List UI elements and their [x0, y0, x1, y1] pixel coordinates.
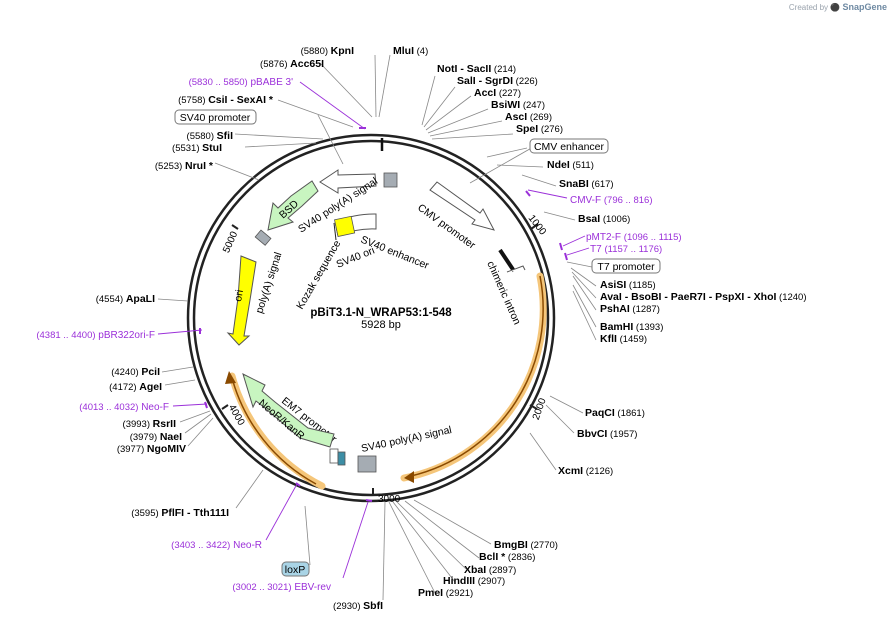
site-leaders [157, 54, 597, 601]
orf-arrowhead-left [225, 371, 236, 384]
site-apali: (4554) ApaLI [96, 293, 155, 305]
site-xbai: XbaI (2897) [464, 564, 516, 576]
site-avai-group: AvaI - BsoBI - PaeR7I - PspXI - XhoI (12… [600, 291, 807, 303]
neor-grey-block [337, 451, 346, 466]
site-kfli: KflI (1459) [600, 333, 647, 345]
plasmid-name: pBiT3.1-N_WRAP53:1-548 [310, 307, 452, 319]
site-rsrii: (3993) RsrII [123, 418, 177, 430]
bsd-arrow [267, 180, 319, 231]
site-pmei: PmeI (2921) [418, 587, 473, 599]
site-csii-sexai: (5758) CsiI - SexAI * [178, 94, 274, 106]
site-agei: (4172) AgeI [109, 381, 162, 393]
site-stui: (5531) StuI [172, 142, 222, 154]
site-sfii: (5580) SfiI [187, 130, 234, 142]
site-hindiii: HindIII (2907) [443, 575, 505, 587]
sv40-polya-block-2 [383, 172, 398, 188]
sv40-polya-block-3 [357, 455, 377, 473]
sv40-polya-label-3: SV40 poly(A) signal [360, 424, 453, 455]
orf-arrowhead [404, 471, 414, 483]
site-bsiwi: BsiWI (247) [491, 99, 545, 111]
site-ndei: NdeI (511) [547, 159, 594, 171]
primer-pmt2-f: pMT2-F (1096 .. 1115) [586, 232, 682, 243]
site-ngomiv: (3977) NgoMIV [117, 443, 186, 455]
sv40-polya-arrow-2 [319, 169, 377, 194]
site-nrui: (5253) NruI * [155, 160, 214, 172]
sv40-promoter-box-label [174, 109, 257, 125]
snapgene-credit: Created by ⚫ SnapGene [788, 2, 887, 12]
backbone-inner-ring [192, 139, 550, 497]
kozak-label: Kozak sequence [294, 238, 343, 311]
chimeric-intron-arrow [506, 265, 526, 273]
primer-leaders [157, 81, 590, 579]
loxp-box-label [281, 561, 310, 577]
site-asisi: AsiSI (1185) [600, 279, 656, 291]
site-spei: SpeI (276) [516, 123, 563, 135]
site-bbvci: BbvCI (1957) [577, 428, 637, 440]
site-snabi: SnaBI (617) [559, 178, 614, 190]
svg-text:5000: 5000 [221, 230, 240, 255]
sv40-ori-block [334, 215, 356, 237]
primer-neo-r: (3403 .. 3422) Neo-R [171, 540, 262, 551]
em7-block [329, 448, 339, 464]
snapgene-logo-icon: ⚫ [830, 3, 841, 12]
tick-2000: 2000 [529, 396, 549, 421]
ori-label: ori [232, 289, 246, 303]
site-bsai: BsaI (1006) [578, 213, 630, 225]
site-asci: AscI (269) [505, 111, 552, 123]
site-kpni: (5880) KpnI [301, 45, 355, 57]
primer-cmv-f: CMV-F (796 .. 816) [570, 195, 652, 206]
site-sbfi: (2930) SbfI [333, 600, 383, 612]
primer-marks [199, 127, 568, 502]
primer-ebv-rev: (3002 .. 3021) EBV-rev [232, 582, 331, 593]
cmv-enhancer-box-label [529, 138, 609, 154]
site-sali-sgrdi: SalI - SgrDI (226) [457, 75, 538, 87]
site-acci: AccI (227) [474, 87, 521, 99]
primer-t7: T7 (1157 .. 1176) [590, 244, 662, 255]
tick-3000: 3000 [372, 488, 401, 505]
orf-highlight-arc-left [228, 372, 326, 490]
site-xcmi: XcmI (2126) [558, 465, 613, 477]
sv40-promoter-text: SV40 promoter [180, 112, 251, 124]
cmv-enhancer-text: CMV enhancer [534, 141, 605, 153]
site-acc65i: (5876) Acc65I [260, 58, 324, 70]
poly-a-signal-label: poly(A) signal [253, 251, 284, 315]
cmv-promoter-arrow [429, 181, 495, 231]
site-naei: (3979) NaeI [130, 431, 182, 443]
chimeric-intron-mark [498, 248, 516, 273]
primer-neo-f: (4013 .. 4032) Neo-F [79, 402, 169, 413]
site-paqci: PaqCI (1861) [585, 407, 645, 419]
primer-pbr322ori-f: (4381 .. 4400) pBR322ori-F [36, 330, 155, 341]
tick-5000: 5000 [221, 224, 240, 255]
svg-text:3000: 3000 [378, 494, 401, 505]
site-bcli: BclI * (2836) [479, 551, 535, 563]
kozak-mark [333, 222, 337, 241]
site-noti-sacii: NotI - SacII (214) [437, 63, 516, 75]
ori-arrow [226, 255, 257, 346]
plasmid-size: 5928 bp [361, 319, 401, 331]
site-bamhi: BamHI (1393) [600, 321, 663, 333]
site-mlui: MluI (4) [393, 45, 428, 57]
site-bmgbi: BmgBI (2770) [494, 539, 558, 551]
neor-kanr-arrow [242, 373, 335, 448]
site-pshai: PshAI (1287) [600, 303, 660, 315]
poly-a-block [254, 229, 272, 246]
site-pflfi-tth111i: (3595) PflFI - Tth111I [131, 507, 229, 519]
site-pcii: (4240) PciI [111, 366, 160, 378]
loxp-text: loxP [285, 564, 305, 576]
t7-promoter-text: T7 promoter [597, 261, 655, 273]
t7-promoter-box-label [591, 258, 661, 274]
primer-pbabe3: (5830 .. 5850) pBABE 3' [189, 77, 294, 88]
orf-arc [410, 275, 544, 477]
orf-arc-left [231, 377, 317, 485]
